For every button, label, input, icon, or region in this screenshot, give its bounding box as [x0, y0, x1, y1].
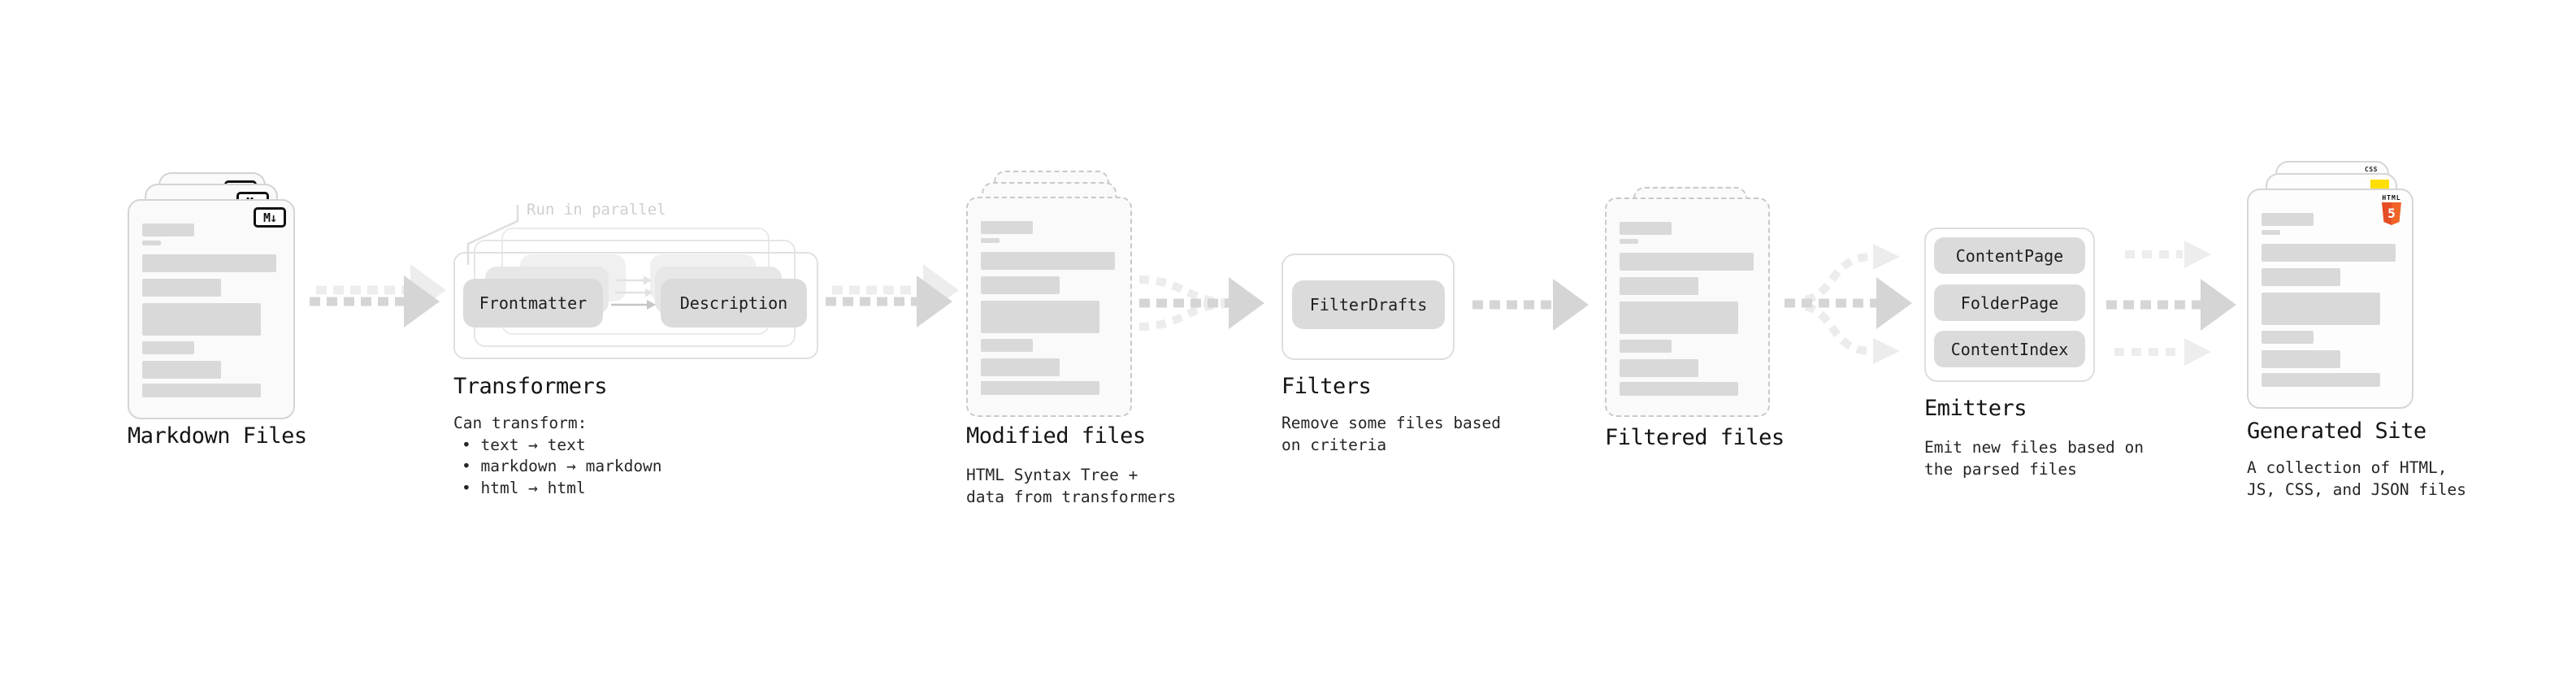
text-line-placeholder: [142, 223, 194, 236]
transformer-chip-frontmatter: Frontmatter: [463, 279, 603, 327]
html5-icon-text: HTML: [2382, 194, 2401, 202]
text-line-placeholder: [1620, 340, 1672, 353]
arrowhead-icon: [2184, 338, 2211, 366]
arrowhead-icon: [917, 275, 952, 327]
text-line-placeholder: [142, 384, 261, 397]
text-line-placeholder: [1620, 382, 1738, 396]
arrowhead-icon: [2201, 279, 2236, 331]
markdown-icon: M↓: [254, 207, 286, 228]
transformer-layer-front: [453, 252, 818, 359]
stage-desc-transformers: Can transform: • text → text • markdown …: [453, 413, 662, 499]
desc-line: Emit new files based on: [1924, 438, 2144, 457]
text-line-placeholder: [142, 254, 276, 272]
stage-desc-emitters: Emit new files based on the parsed files: [1924, 437, 2144, 480]
generated-file-card: HTML 5: [2247, 189, 2413, 409]
stage-label-filters: Filters: [1281, 374, 1372, 399]
text-line-placeholder: [1620, 222, 1672, 235]
text-line-placeholder: [1620, 277, 1698, 295]
arrowhead-icon: [1553, 279, 1589, 331]
run-in-parallel-note: Run in parallel: [527, 201, 666, 219]
arrowhead-icon: [1229, 277, 1264, 329]
text-line-placeholder: [142, 241, 161, 245]
text-line-placeholder: [142, 279, 221, 297]
stage-label-emitters: Emitters: [1924, 396, 2027, 421]
arrowhead-icon: [404, 275, 440, 327]
merge-curve-top: [1138, 275, 1228, 306]
text-line-placeholder: [142, 303, 261, 336]
text-line-placeholder: [981, 301, 1099, 333]
stage-desc-generated-site: A collection of HTML, JS, CSS, and JSON …: [2247, 458, 2466, 501]
desc-line: HTML Syntax Tree +: [966, 466, 1138, 484]
text-line-placeholder: [2262, 350, 2340, 368]
stage-label-transformers: Transformers: [453, 374, 608, 399]
text-line-placeholder: [2262, 244, 2396, 262]
text-line-placeholder: [2262, 331, 2314, 344]
desc-line: • markdown → markdown: [462, 457, 662, 475]
arrow-emitters-to-generated: [2106, 241, 2236, 366]
text-line-placeholder: [2262, 293, 2380, 325]
text-line-placeholder: [981, 238, 1000, 243]
emitter-chip-contentindex: ContentIndex: [1934, 331, 2085, 367]
arrow-transformers-to-modified: [826, 264, 959, 327]
arrow-echo: [316, 264, 446, 316]
text-line-placeholder: [981, 381, 1099, 395]
text-line-placeholder: [1620, 239, 1638, 244]
text-line-placeholder: [1620, 253, 1754, 271]
desc-line: • html → html: [462, 478, 586, 497]
text-line-placeholder: [1620, 301, 1738, 334]
html5-number: 5: [2387, 206, 2396, 221]
emitter-chip-folderpage: FolderPage: [1934, 284, 2085, 321]
html5-shield: 5: [2382, 202, 2401, 225]
stage-label-filtered-files: Filtered files: [1605, 425, 1785, 450]
text-line-placeholder: [2262, 213, 2314, 226]
text-line-placeholder: [981, 252, 1115, 270]
split-curve-bottom: [1804, 302, 1870, 355]
desc-line: • text → text: [462, 435, 586, 454]
text-line-placeholder: [981, 358, 1060, 376]
arrow-markdown-to-transformers: [310, 264, 446, 327]
stage-label-markdown-files: Markdown Files: [128, 423, 307, 449]
emitter-chip-contentpage: ContentPage: [1934, 237, 2085, 274]
arrow-filtered-to-emitters: [1785, 244, 1912, 364]
html5-icon: HTML 5: [2381, 194, 2402, 225]
arrow-filters-to-filtered: [1472, 279, 1589, 331]
stage-label-generated-site: Generated Site: [2247, 419, 2426, 444]
transformer-chip-description: Description: [661, 279, 807, 327]
filter-chip-filterdrafts: FilterDrafts: [1292, 280, 1445, 329]
text-line-placeholder: [981, 221, 1033, 234]
text-line-placeholder: [142, 361, 221, 379]
stage-label-modified-files: Modified files: [966, 423, 1146, 449]
desc-line: A collection of HTML,: [2247, 458, 2448, 477]
arrowhead-icon: [1873, 244, 1900, 270]
desc-line: on criteria: [1281, 435, 1387, 454]
modified-file-card: [966, 197, 1132, 417]
split-curve-top: [1804, 253, 1870, 304]
arrow-echo: [832, 264, 959, 316]
text-line-placeholder: [142, 341, 194, 354]
desc-line: Can transform:: [453, 414, 588, 432]
js-icon: [2370, 180, 2389, 189]
desc-line: data from transformers: [966, 487, 1177, 506]
arrowhead-icon: [1876, 277, 1912, 329]
merge-curve-bottom: [1138, 300, 1228, 331]
filtered-file-card: [1605, 197, 1770, 417]
desc-line: the parsed files: [1924, 459, 2077, 479]
markdown-file-card: M↓: [128, 199, 295, 419]
stage-desc-filters: Remove some files based on criteria: [1281, 413, 1501, 456]
text-line-placeholder: [1620, 359, 1698, 377]
desc-line: Remove some files based: [1281, 414, 1502, 432]
arrowhead-icon: [1873, 338, 1900, 364]
text-line-placeholder: [2262, 373, 2380, 387]
arrowhead-icon: [2184, 241, 2211, 268]
text-line-placeholder: [981, 339, 1033, 352]
desc-line: JS, CSS, and JSON files: [2247, 479, 2467, 499]
text-line-placeholder: [981, 276, 1060, 294]
arrow-modified-to-filters: [1138, 275, 1264, 331]
text-line-placeholder: [2262, 268, 2340, 286]
css-icon-text: CSS: [2365, 166, 2378, 173]
text-line-placeholder: [2262, 230, 2280, 235]
stage-desc-modified-files: HTML Syntax Tree + data from transformer…: [966, 465, 1176, 508]
